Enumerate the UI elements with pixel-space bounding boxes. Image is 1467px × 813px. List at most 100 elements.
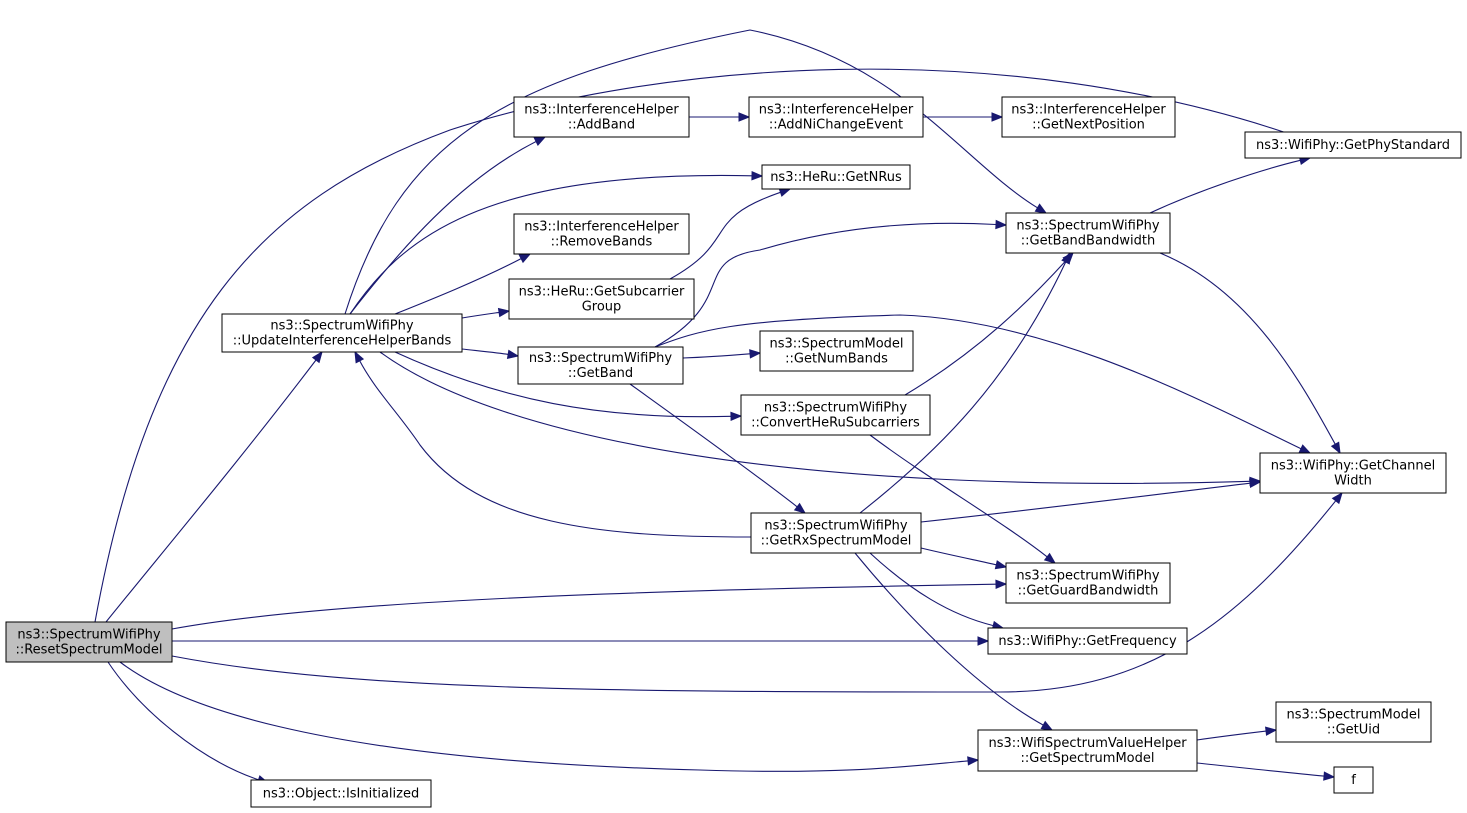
edge-line (920, 547, 997, 566)
node-addband[interactable]: ns3::InterferenceHelper::AddBand (513, 96, 690, 138)
edge-line (682, 353, 751, 359)
node-removebands[interactable]: ns3::InterferenceHelper::RemoveBands (513, 213, 690, 255)
node-convert[interactable]: ns3::SpectrumWifiPhy::ConvertHeRuSubcarr… (740, 394, 931, 436)
node-getfreq[interactable]: ns3::WifiPhy::GetFrequency (987, 627, 1188, 655)
edge-line (920, 482, 1251, 523)
node-label: ns3::HeRu::GetSubcarrier (519, 285, 685, 300)
node-getguard[interactable]: ns3::SpectrumWifiPhy::GetGuardBandwidth (1005, 562, 1171, 604)
edge-reset-to-getspecmodel (119, 661, 980, 772)
node-label: ns3::SpectrumModel (769, 337, 903, 352)
node-box (221, 313, 463, 353)
node-label: ::GetNextPosition (1032, 118, 1145, 133)
edge-line (654, 222, 997, 348)
node-getnrus[interactable]: ns3::HeRu::GetNRus (761, 164, 911, 190)
arrowhead (793, 502, 807, 514)
edge-line (394, 351, 732, 418)
node-box (5, 621, 173, 663)
node-getspecmodel[interactable]: ns3::WifiSpectrumValueHelper::GetSpectru… (977, 729, 1198, 772)
arrowhead (977, 636, 990, 646)
node-label: ns3::SpectrumWifiPhy (1016, 569, 1159, 584)
node-box (1259, 452, 1447, 494)
edge-line (171, 500, 1337, 693)
node-label: ns3::WifiPhy::GetChannel (1271, 459, 1436, 474)
arrowhead (967, 756, 980, 766)
node-getband[interactable]: ns3::SpectrumWifiPhy::GetBand (517, 346, 684, 385)
edge-line (349, 141, 537, 315)
node-f[interactable]: f (1333, 766, 1374, 794)
edge-getrxmodel-to-update (354, 350, 752, 538)
node-addni[interactable]: ns3::InterferenceHelper::AddNiChangeEven… (748, 96, 924, 138)
node-label: f (1351, 773, 1356, 788)
arrowhead (506, 349, 520, 359)
node-getuid[interactable]: ns3::SpectrumModel::GetUid (1275, 701, 1432, 743)
node-box (517, 346, 684, 385)
node-getbandbw[interactable]: ns3::SpectrumWifiPhy::GetBandBandwidth (1005, 212, 1171, 254)
edge-getband-to-getbandbw (654, 219, 1008, 348)
node-update[interactable]: ns3::SpectrumWifiPhy::UpdateInterference… (221, 313, 463, 353)
edge-update-to-getband (461, 348, 520, 359)
arrowhead (533, 136, 547, 146)
node-label: ::ResetSpectrumModel (15, 643, 162, 658)
arrowhead (1323, 771, 1336, 781)
arrowhead (1265, 726, 1278, 736)
node-isinit[interactable]: ns3::Object::IsInitialized (250, 779, 432, 808)
node-label: ::GetBand (568, 366, 633, 381)
edge-line (119, 661, 969, 772)
edge-getbandbw-to-getchanwidth (1159, 252, 1341, 455)
node-reset[interactable]: ns3::SpectrumWifiPhy::ResetSpectrumModel (5, 621, 173, 663)
node-getrxmodel[interactable]: ns3::SpectrumWifiPhy::GetRxSpectrumModel (750, 512, 922, 554)
edge-line (904, 260, 1067, 396)
edge-update-to-convert (394, 351, 743, 422)
arrowhead (1034, 203, 1048, 214)
node-getphystd[interactable]: ns3::WifiPhy::GetPhyStandard (1244, 131, 1462, 159)
arrowhead (751, 171, 764, 181)
node-label: ::AddNiChangeEvent (769, 118, 903, 133)
node-label: ns3::SpectrumWifiPhy (764, 401, 907, 416)
node-label: ns3::SpectrumWifiPhy (764, 519, 907, 534)
node-label: Group (582, 300, 622, 315)
edge-line (359, 360, 752, 538)
edge-line (629, 383, 798, 508)
node-label: ::GetGuardBandwidth (1018, 584, 1159, 599)
edge-line (105, 359, 317, 623)
edge-addni-to-getnextpos (923, 112, 1004, 122)
node-box (740, 394, 931, 436)
edge-line (669, 191, 781, 280)
edge-line (379, 351, 1251, 484)
edge-line (94, 68, 1309, 623)
arrowhead (1330, 441, 1341, 455)
node-label: ns3::SpectrumWifiPhy (17, 628, 160, 643)
node-box (750, 512, 922, 554)
edge-getrxmodel-to-getspecmodel (854, 552, 1054, 731)
edge-line (461, 311, 500, 319)
node-getnumbands[interactable]: ns3::SpectrumModel::GetNumBands (759, 330, 914, 372)
node-box (513, 213, 690, 255)
edge-update-to-removebands (394, 253, 532, 315)
arrowhead (749, 349, 762, 359)
node-label: ns3::SpectrumWifiPhy (1016, 219, 1159, 234)
arrowhead (738, 112, 751, 122)
edge-getband-to-getnumbands (682, 349, 762, 359)
node-label: ns3::InterferenceHelper (759, 103, 914, 118)
arrowhead (1043, 552, 1057, 564)
edge-line (1149, 159, 1301, 214)
node-box (1005, 212, 1171, 254)
arrowhead (518, 253, 532, 264)
edge-line (349, 174, 753, 315)
arrowhead (995, 579, 1008, 589)
node-label: ns3::HeRu::GetNRus (770, 170, 902, 185)
edge-getspecmodel-to-getuid (1196, 726, 1278, 741)
edge-getrxmodel-to-getbandbw (859, 251, 1071, 514)
edge-update-to-getnrus (349, 171, 764, 315)
edge-line (869, 434, 1048, 558)
node-label: ns3::SpectrumWifiPhy (270, 319, 413, 334)
arrowhead (1298, 444, 1312, 454)
arrowhead (1040, 720, 1054, 731)
edge-getrxmodel-to-getchanwidth (920, 478, 1262, 523)
node-box (1005, 562, 1171, 604)
edge-reset-to-isinit (107, 661, 270, 785)
node-getnextpos[interactable]: ns3::InterferenceHelper::GetNextPosition (1001, 96, 1176, 138)
